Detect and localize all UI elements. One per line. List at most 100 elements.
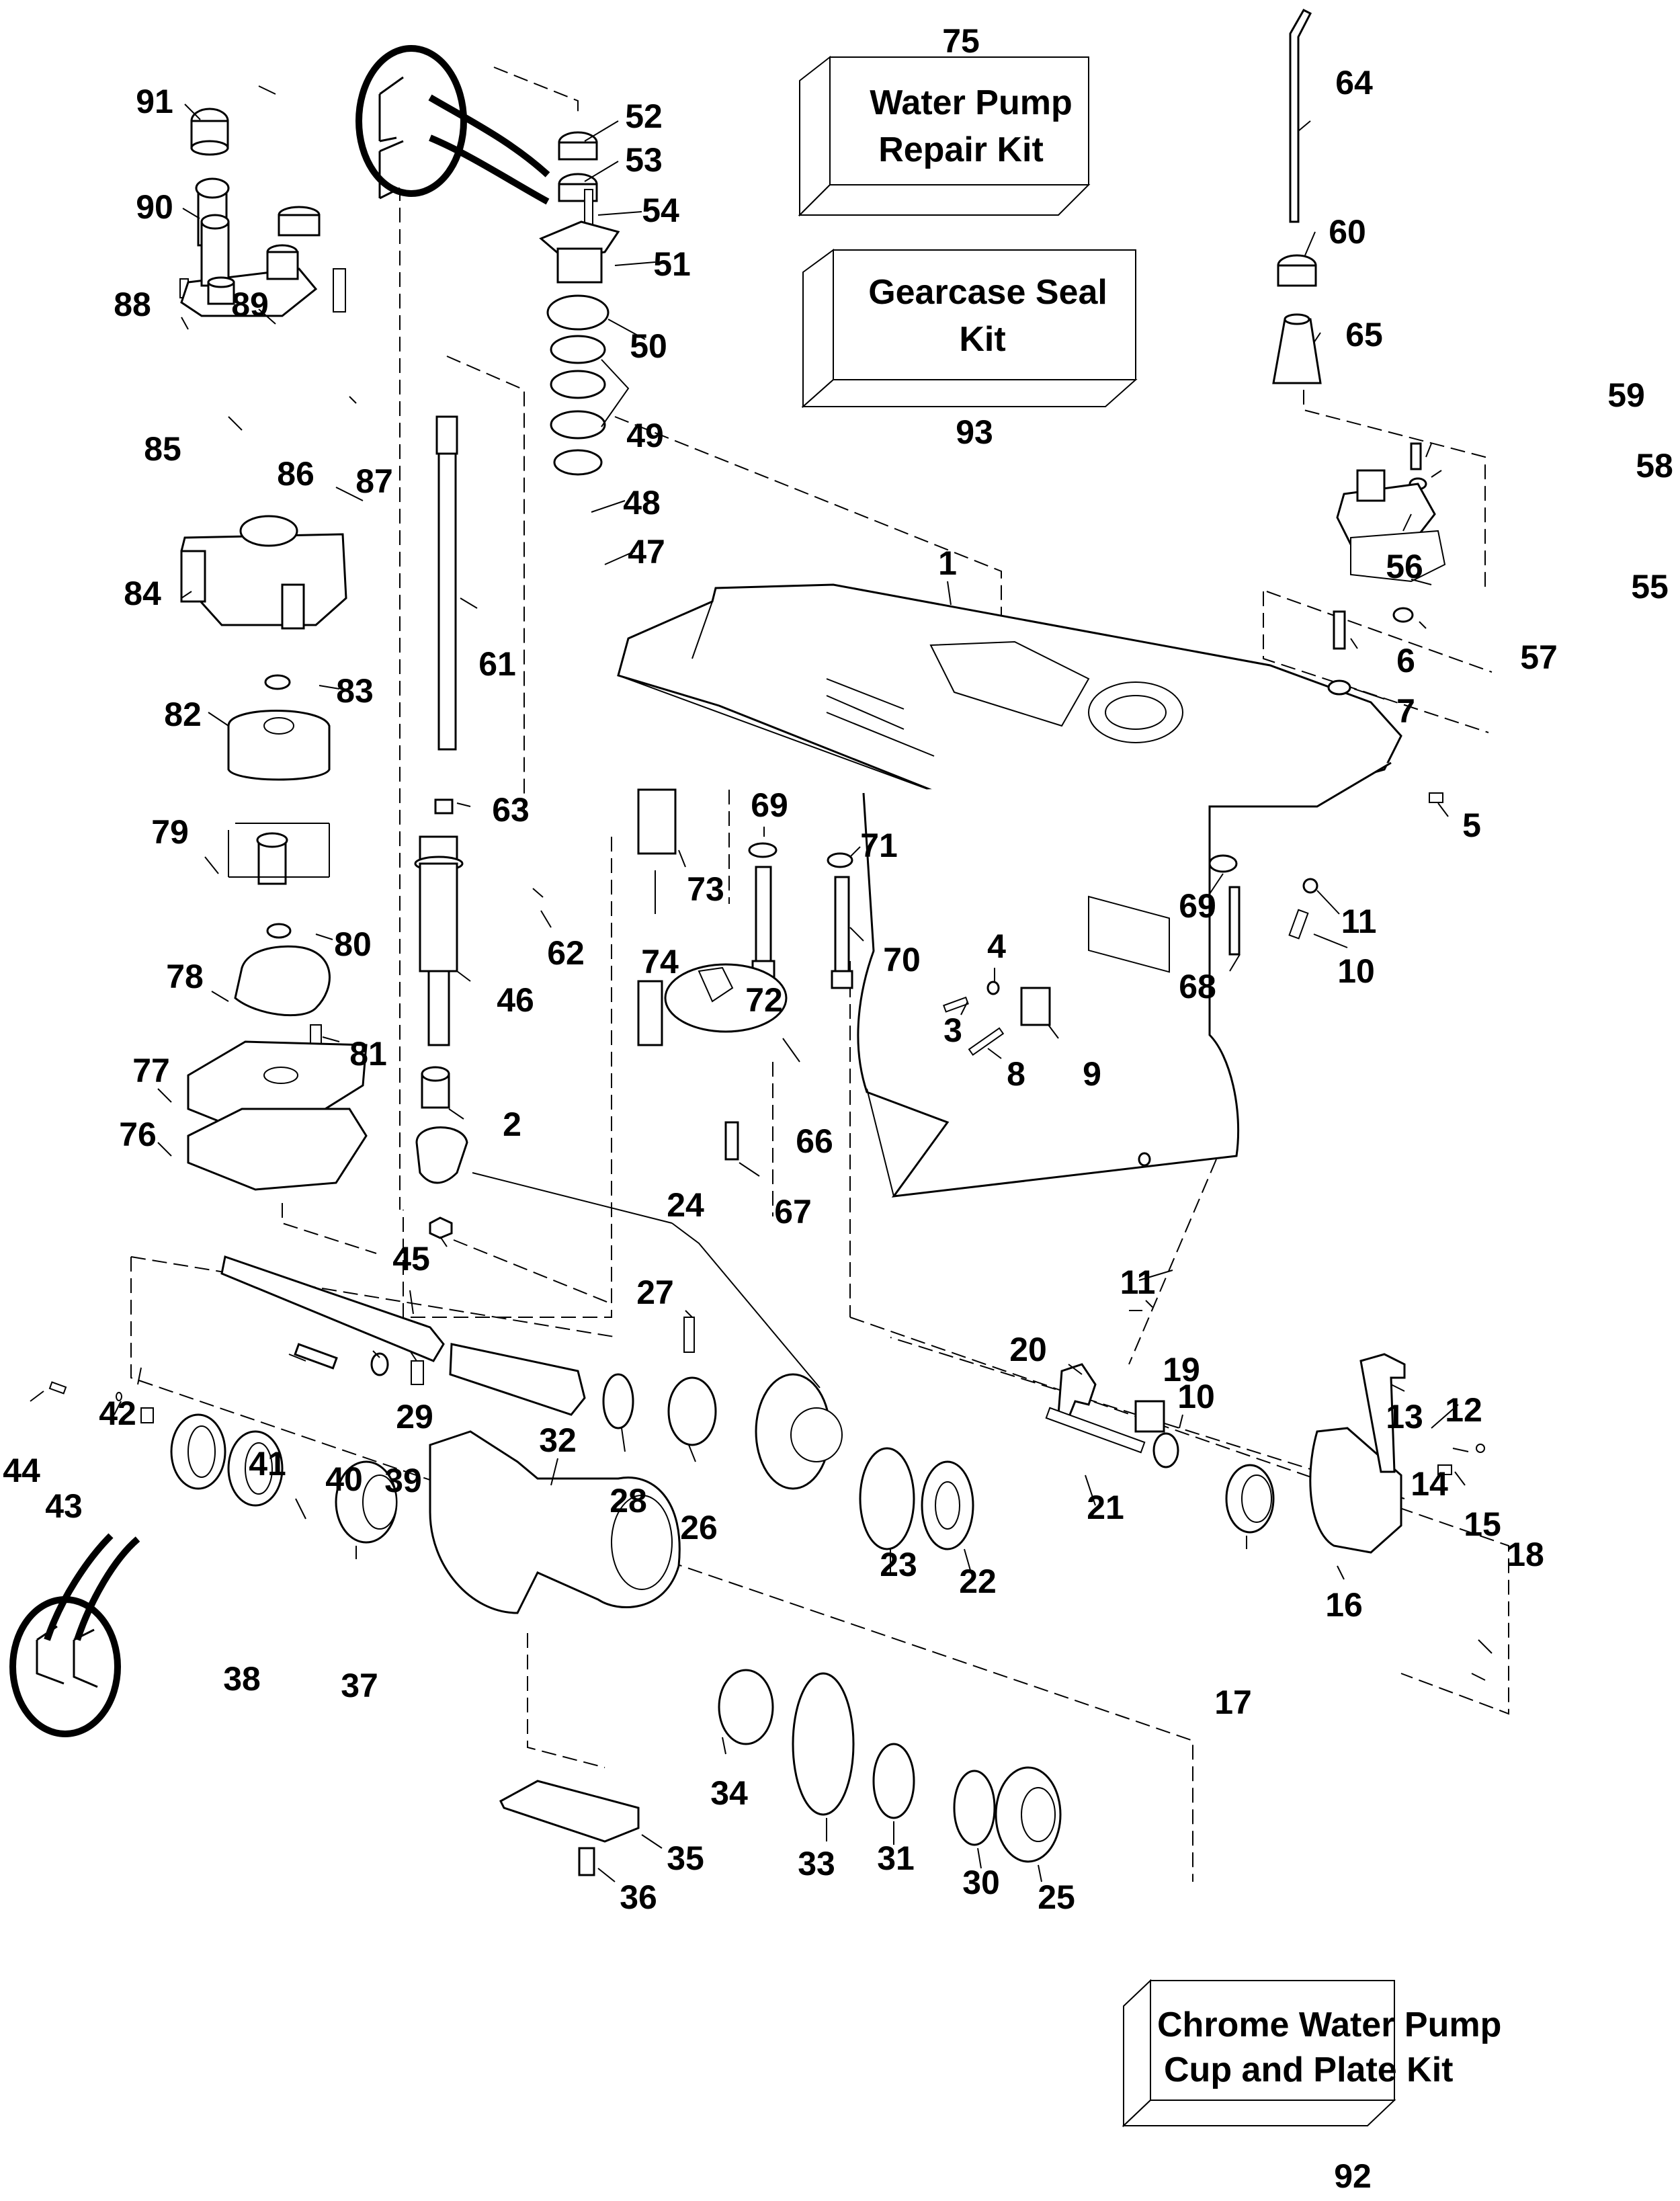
callout-79: 79 [151,813,189,851]
callout-89: 89 [231,286,269,323]
callout-64: 64 [1335,64,1373,101]
callout-80: 80 [334,925,372,963]
callout-61: 61 [478,645,516,683]
kit-box-gearcase-seal: Gearcase Seal Kit 93 [801,249,1138,451]
callout-19: 19 [1163,1351,1200,1388]
callout-78: 78 [166,958,204,995]
callout-25: 25 [1038,1878,1075,1916]
callout-22: 22 [959,1563,997,1600]
callout-88: 88 [114,286,151,323]
callout-28: 28 [610,1482,647,1520]
parts-driveshaft-stack [414,131,620,1239]
kit-box-water-pump: 75 Water Pump Repair Kit [798,22,1091,217]
callout-69: 69 [751,786,788,824]
callout-70: 70 [883,941,921,979]
callout-38: 38 [223,1660,261,1698]
callout-44: 44 [3,1452,40,1489]
callout-18: 18 [1507,1536,1544,1573]
callout-62: 62 [547,934,585,972]
callout-33: 33 [798,1845,835,1882]
parts-anode-and-bolts [637,610,1443,1167]
kit-label-line1: Chrome Water Pump [1157,2005,1501,2044]
callout-74: 74 [641,943,679,981]
callout-2: 2 [503,1106,521,1143]
callout-54: 54 [642,192,679,229]
callout-6: 6 [1396,642,1415,679]
callout-9: 9 [1083,1055,1101,1093]
parts-water-tube-and-cover [1272,9,1446,623]
callout-81: 81 [349,1035,387,1073]
callout-11: 11 [1341,903,1377,940]
callout-73: 73 [687,870,724,908]
callout-1: 1 [938,544,957,582]
callout-32: 32 [539,1421,577,1459]
callout-5: 5 [1462,806,1481,844]
kit-label-line1: Gearcase Seal [868,273,1107,312]
callout-41: 41 [249,1445,286,1483]
callout-55: 55 [1631,568,1669,606]
callout-36: 36 [620,1878,657,1916]
callout-20: 20 [1009,1331,1047,1368]
callout-59: 59 [1607,376,1645,414]
callout-43: 43 [45,1487,83,1525]
callout-56: 56 [1386,548,1423,585]
callout-51: 51 [653,245,691,283]
callout-77: 77 [132,1052,170,1089]
parts-propshaft-assembly [48,1255,1486,1876]
callout-23: 23 [880,1546,917,1583]
kit-label-line1: Water Pump [870,83,1072,122]
callout-76: 76 [119,1116,157,1153]
callout-16: 16 [1325,1586,1363,1624]
callout-90: 90 [136,188,173,226]
callout-8: 8 [1007,1055,1025,1093]
callout-84: 84 [124,575,161,612]
callout-30: 30 [962,1864,1000,1901]
callout-21: 21 [1087,1489,1124,1526]
callout-24: 24 [667,1186,704,1224]
callout-10: 10 [1177,1378,1215,1415]
callout-50: 50 [630,327,667,365]
callout-49: 49 [626,417,664,454]
callout-72: 72 [745,981,783,1019]
callout-53: 53 [625,141,663,179]
callout-58: 58 [1636,447,1673,485]
callout-37: 37 [341,1667,378,1704]
kit-label-line2: Repair Kit [878,130,1044,169]
callout-26: 26 [680,1509,718,1546]
callout-46: 46 [497,981,534,1019]
callout-71: 71 [860,827,898,864]
callout-7: 7 [1396,692,1415,730]
callout-40: 40 [325,1460,363,1498]
callout-29: 29 [396,1398,433,1436]
callout-68: 68 [1179,968,1216,1005]
callout-67: 67 [774,1193,812,1231]
leader-lines [30,85,1493,1882]
callout-91: 91 [136,83,173,120]
callout-13: 13 [1386,1398,1423,1436]
callout-35: 35 [667,1839,704,1877]
callout-3: 3 [943,1011,962,1049]
callout-82: 82 [164,696,202,733]
callout-12: 12 [1445,1391,1482,1429]
seal-detail-inset-bottom [9,1533,140,1737]
kit-label-line2: Cup and Plate Kit [1164,2050,1453,2089]
callout-93: 93 [956,413,993,451]
callout-42: 42 [99,1395,136,1432]
callout-labels: 1 2 3 4 5 6 7 8 9 10 10 11 11 12 13 14 1… [3,64,1673,1916]
callout-75: 75 [942,22,980,60]
callout-63: 63 [492,791,530,829]
callout-83: 83 [336,672,374,710]
parts-water-pump [179,108,368,1191]
callout-27: 27 [636,1274,674,1311]
callout-4: 4 [987,927,1006,965]
seal-detail-inset-top [355,45,550,205]
callout-10: 10 [1337,952,1375,990]
callout-86: 86 [277,455,314,493]
callout-15: 15 [1464,1505,1501,1543]
callout-65: 65 [1345,316,1383,354]
callout-57: 57 [1520,638,1558,676]
gearcase-housing [617,583,1402,1198]
callout-85: 85 [144,430,181,468]
kit-label-line2: Kit [959,320,1005,359]
